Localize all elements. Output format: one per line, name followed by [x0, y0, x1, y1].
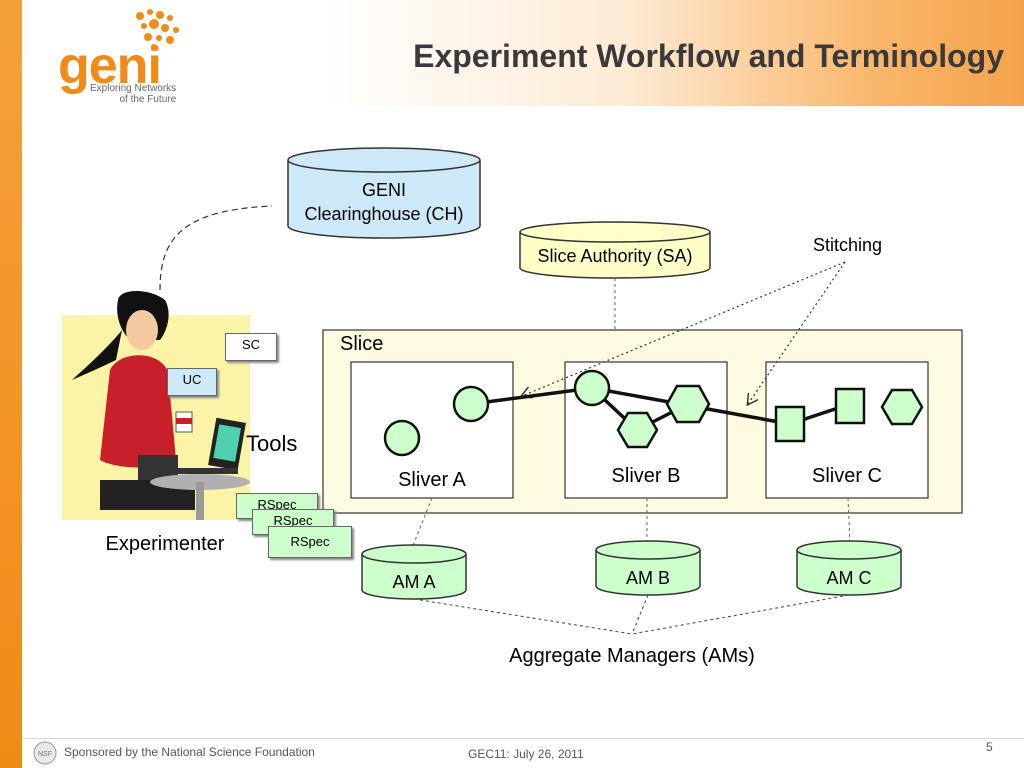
sliver-c-node-1: [774, 405, 806, 443]
am-b-cylinder: [595, 540, 701, 596]
sliver-c-label: Sliver C: [811, 465, 882, 487]
clearinghouse-cylinder: [287, 147, 481, 239]
clearinghouse-label-line1: GENI: [361, 180, 406, 200]
sliver-a-node-2: [452, 385, 490, 423]
logo-tagline-line1: Exploring Networks: [90, 83, 177, 94]
title-band: [22, 0, 1024, 106]
sliver-a-box: [350, 361, 514, 499]
nsf-logo: NSF: [33, 741, 57, 765]
stitching-arrow-ab: [522, 261, 846, 396]
sliver-b-node-1: [573, 369, 611, 407]
experimenter-figure: [72, 291, 250, 520]
logo-tagline: Exploring Networks of the Future: [90, 83, 176, 105]
am-bracket: [413, 594, 850, 635]
left-accent-bar: [0, 0, 22, 768]
sliver-a-label: Sliver A: [398, 469, 466, 491]
sliver-c-node-2: [834, 387, 866, 425]
experimenter-label: Experimenter: [105, 533, 225, 555]
am-a-label: AM A: [392, 572, 436, 592]
sliver-c-node-3: [880, 388, 924, 426]
clearinghouse-label: GENI Clearinghouse (CH): [288, 178, 480, 226]
page-number: 5: [986, 740, 993, 754]
tools-label: Tools: [246, 431, 298, 456]
sliver-a-node-1: [383, 419, 421, 457]
uc-credential-tag: UC: [167, 368, 217, 396]
ch-connector: [159, 205, 273, 291]
stitching-label: Stitching: [812, 235, 883, 255]
footer-event: GEC11: July 26, 2011: [468, 747, 584, 761]
sc-credential-tag: SC: [225, 333, 277, 361]
sliver-b-label: Sliver B: [611, 465, 681, 487]
geni-logo: geni: [58, 37, 162, 95]
stitching-arrow-bc: [748, 261, 846, 404]
sliver-b-node-3: [665, 384, 711, 424]
nsf-logo-text: NSF: [38, 751, 52, 758]
slice-authority-label: Slice Authority (SA): [537, 246, 693, 266]
rspec-tag-3: RSpec: [268, 526, 352, 558]
am-b-label: AM B: [625, 568, 670, 588]
clearinghouse-label-line2: Clearinghouse (CH): [304, 204, 464, 224]
slide-title: Experiment Workflow and Terminology: [413, 38, 1004, 74]
logo-tagline-line2: of the Future: [119, 94, 177, 105]
slice-label: Slice: [340, 333, 384, 355]
aggregate-managers-label: Aggregate Managers (AMs): [509, 645, 755, 667]
footer-divider: [22, 738, 1024, 739]
am-connectors: [411, 497, 851, 549]
rspec-tag-1: RSpec: [236, 493, 318, 519]
slice-authority-cylinder: [519, 221, 711, 279]
am-c-label: AM C: [826, 568, 872, 588]
geni-logo-dots-icon: [136, 9, 179, 50]
am-c-cylinder: [796, 540, 902, 596]
sliver-b-node-2: [616, 411, 659, 449]
footer-sponsor: Sponsored by the National Science Founda…: [64, 745, 315, 759]
